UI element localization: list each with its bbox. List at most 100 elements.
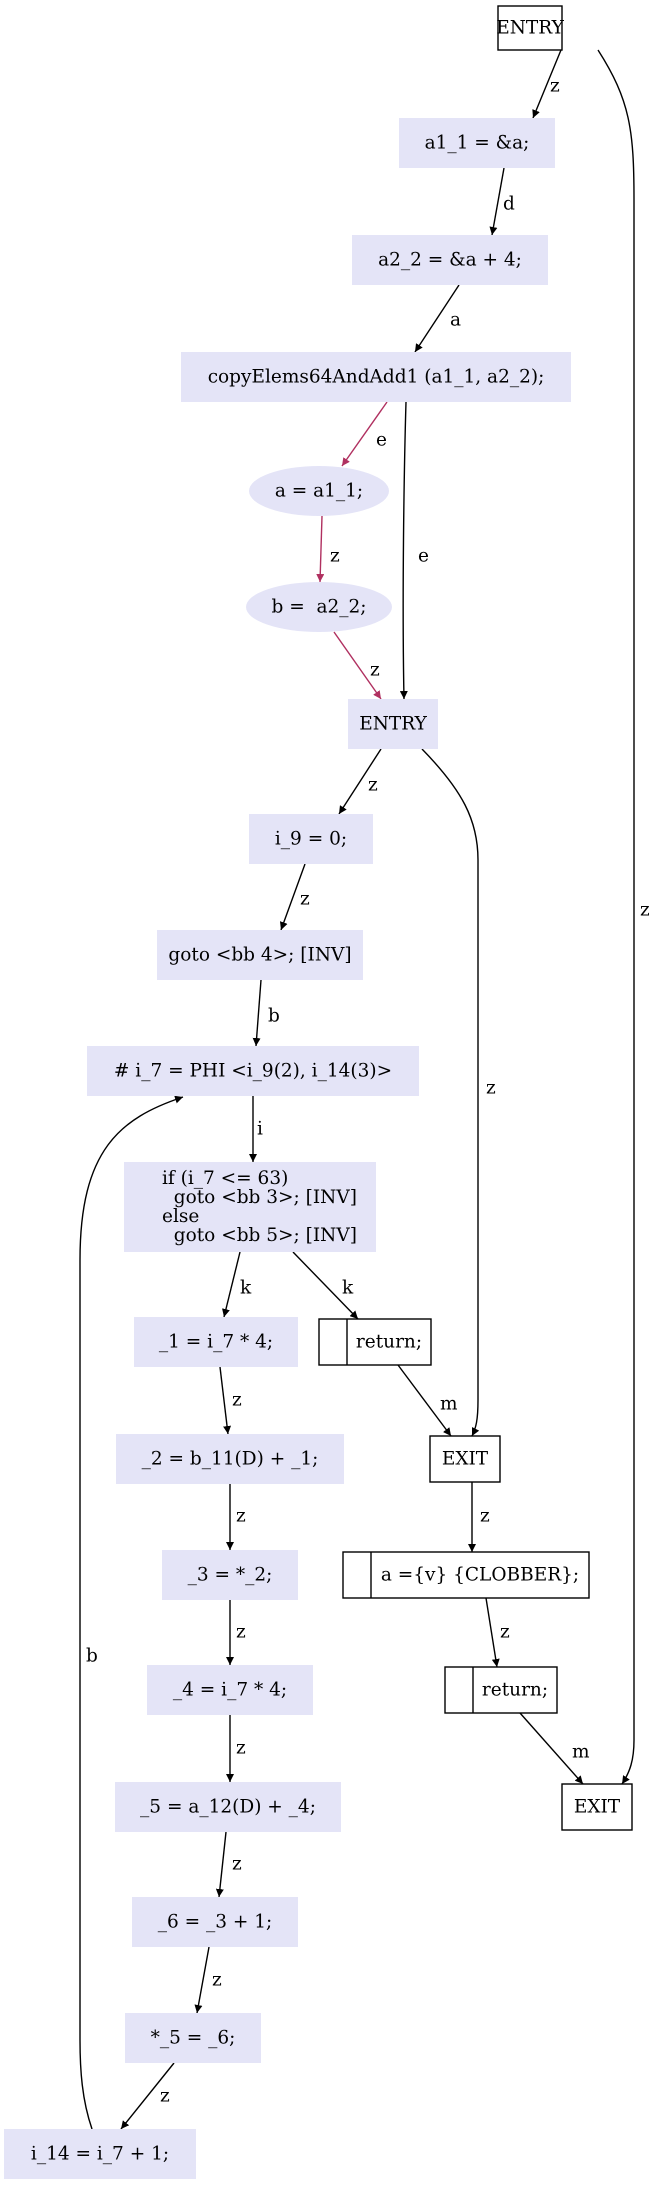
edge-goto4-to-phi: b [252, 979, 280, 1047]
edge-line [532, 49, 562, 119]
edge-ret2-to-exit2: m [519, 1712, 590, 1785]
node-box [444, 1666, 558, 1714]
node-label: ENTRY [359, 714, 427, 735]
node-fill [157, 930, 363, 980]
node-label: a2_2 = &a + 4; [378, 250, 522, 271]
edge-label: e [418, 546, 429, 567]
node-label: _1 = i_7 * 4; [159, 1332, 273, 1353]
node-label: goto <bb 4>; [INV] [168, 945, 351, 966]
edge-line [397, 1364, 452, 1437]
edge-label: z [160, 2086, 170, 2107]
edge-line [292, 1251, 359, 1320]
edge-entry1-to-a1_1: z [532, 49, 562, 119]
edge-label: z [486, 1078, 496, 1099]
node-entry1: ENTRY [496, 5, 565, 51]
edge-line [333, 631, 382, 700]
edge-label: z [640, 900, 649, 921]
edge-n2-to-n3: z [226, 1484, 246, 1550]
edge-b_eq-to-entry2: z [333, 631, 382, 700]
edge-copy-to-a_eq: e [341, 401, 388, 467]
node-fill [134, 1317, 298, 1367]
node-fill [147, 1665, 313, 1715]
edge-label: m [440, 1394, 458, 1415]
node-fill [348, 699, 438, 749]
node-ret1: return; [318, 1318, 432, 1366]
node-box [342, 1551, 590, 1599]
node-exit2: EXIT [561, 1783, 633, 1831]
node-entry2: ENTRY [348, 699, 438, 749]
node-n4: _4 = i_7 * 4; [147, 1665, 313, 1715]
node-n6: _6 = _3 + 1; [132, 1897, 298, 1947]
edge-line [489, 167, 505, 236]
edge-entry2-to-exit1: z [421, 748, 496, 1437]
edge-line [316, 515, 325, 583]
node-label: i_9 = 0; [275, 829, 347, 850]
edge-label: z [212, 1970, 222, 1991]
edge-entry2-to-i9: z [338, 748, 382, 815]
edge-a1_1-to-a2_2: d [489, 167, 515, 236]
node-label: copyElems64AndAdd1 (a1_1, a2_2); [208, 367, 545, 388]
edge-label: b [86, 1646, 98, 1667]
edge-label: k [342, 1278, 354, 1299]
node-label: EXIT [574, 1797, 621, 1818]
node-label: return; [482, 1680, 548, 1701]
node-clobber: a ={v} {CLOBBER}; [342, 1551, 590, 1599]
node-label: _6 = _3 + 1; [158, 1912, 273, 1933]
edge-line [341, 401, 388, 467]
edge-label: e [376, 430, 387, 451]
edge-line [338, 748, 382, 815]
edge-label: z [236, 1622, 246, 1643]
edge-n3-to-n4: z [226, 1600, 246, 1665]
edge-ret1-to-exit1: m [397, 1364, 458, 1437]
node-a1_1: a1_1 = &a; [399, 118, 555, 168]
node-fill [116, 1434, 344, 1484]
node-phi: # i_7 = PHI <i_9(2), i_14(3)> [87, 1046, 419, 1096]
edge-n6-to-n7: z [194, 1946, 222, 2014]
edge-phi-to-ifnode: i [249, 1096, 263, 1162]
edge-n1-to-n2: z [219, 1366, 242, 1435]
edge-n8-to-phi: b [79, 1095, 184, 2130]
edge-line [252, 979, 262, 1047]
node-label: _4 = i_7 * 4; [173, 1680, 287, 1701]
edge-label: m [572, 1742, 590, 1763]
edge-label: z [236, 1506, 246, 1527]
edge-line [597, 49, 635, 1785]
node-goto4: goto <bb 4>; [INV] [157, 930, 363, 980]
edge-ifnode-to-n1: k [222, 1251, 252, 1318]
node-label: ENTRY [496, 18, 564, 39]
node-i9: i_9 = 0; [249, 814, 373, 864]
edge-n4-to-n5: z [226, 1715, 246, 1782]
edge-a_eq-to-b_eq: z [316, 515, 340, 583]
node-fill [249, 814, 373, 864]
edge-label: z [300, 889, 310, 910]
node-fill [162, 1550, 298, 1600]
node-fill [125, 2013, 261, 2063]
node-label: # i_7 = PHI <i_9(2), i_14(3)> [114, 1061, 392, 1082]
node-label: _5 = a_12(D) + _4; [140, 1797, 316, 1818]
edge-label: d [503, 194, 515, 215]
node-label: _2 = b_11(D) + _1; [142, 1449, 319, 1470]
edge-exit1-to-clobber: z [468, 1482, 490, 1552]
node-fill [124, 1162, 376, 1252]
node-n7: *_5 = _6; [125, 2013, 261, 2063]
edge-line [399, 401, 408, 700]
node-fill [132, 1897, 298, 1947]
edge-label: z [330, 546, 340, 567]
node-ellipse [249, 466, 389, 516]
edge-line [219, 1366, 232, 1435]
node-box [429, 1435, 501, 1483]
edge-line [414, 284, 460, 353]
node-label: a1_1 = &a; [425, 133, 530, 154]
nodes-layer: ENTRY a1_1 = &a; a2_2 = &a + 4; copyElems64… [4, 5, 633, 2179]
node-ifnode: if (i_7 <= 63) goto <bb 3>; [INV]else go… [124, 1162, 376, 1252]
node-label: EXIT [442, 1449, 489, 1470]
edge-n7-to-n8: z [120, 2062, 175, 2130]
node-n2: _2 = b_11(D) + _1; [116, 1434, 344, 1484]
edge-line [215, 1831, 227, 1898]
node-label-line: else [162, 1206, 199, 1227]
node-b_eq: b = a2_2; [246, 582, 392, 632]
edge-label: z [236, 1738, 246, 1759]
edge-label: a [450, 310, 461, 331]
